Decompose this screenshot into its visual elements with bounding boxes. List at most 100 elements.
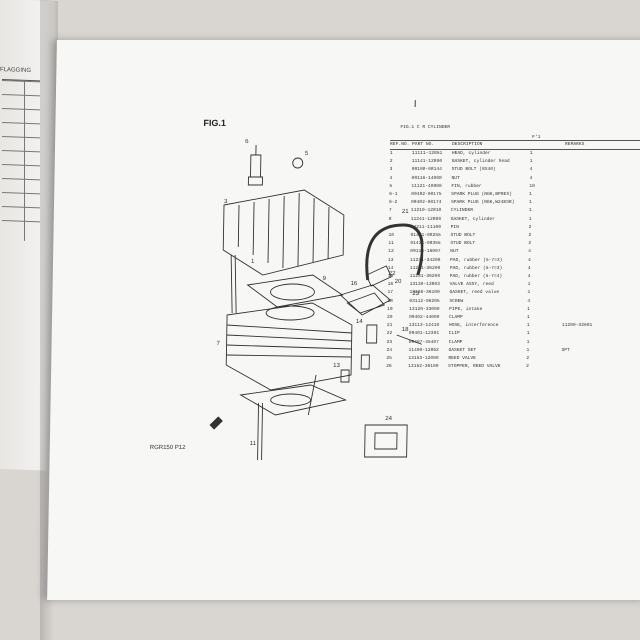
figure-code: RGR150 P12 — [149, 445, 186, 451]
callout-number: 1 — [251, 259, 255, 265]
page-mark: I — [413, 99, 417, 110]
table-cell-ref: 9 — [388, 224, 392, 230]
callout-number: 18 — [402, 327, 409, 333]
table-cell-rem: SPT — [561, 347, 570, 353]
callout-number: 3 — [224, 199, 228, 205]
table-cell-qty: 1 — [527, 282, 531, 288]
table-cell-qty: 2 — [528, 241, 532, 247]
table-cell-ref: 10 — [388, 233, 395, 238]
head-gasket-drawing — [246, 274, 344, 308]
table-cell-desc: CLIP — [448, 331, 460, 337]
table-cell-ref: 20 — [387, 315, 393, 320]
table-cell-desc: PIN — [450, 224, 459, 230]
table-cell-part: 09402-44000 — [409, 315, 440, 320]
table-cell-qty: 2 — [528, 224, 532, 230]
table-cell-part: 03112-06205 — [409, 298, 440, 304]
spark-plug-drawing — [247, 145, 263, 186]
table-cell-part: 04211-11169 — [410, 224, 441, 230]
table-cell-part: 11231-36200 — [409, 265, 441, 271]
table-cell-desc: GASKET SET — [448, 347, 477, 353]
reed-valve-drawing — [339, 265, 392, 316]
table-cell-desc: PAD, rubber (5-7=3) — [449, 265, 503, 271]
table-cell-ref: 16 — [387, 282, 394, 288]
table-cell-ref: 11 — [388, 241, 394, 247]
table-row: 9 04211-11169 PIN 2 — [389, 225, 640, 232]
cylinder-head-drawing — [222, 189, 345, 276]
table-cell-rem: 11200-32601 — [561, 323, 593, 329]
table-cell-part: 13120-33000 — [409, 306, 440, 312]
table-cell-part: 11141-12800 — [411, 159, 443, 165]
table-cell-ref: 23 — [386, 339, 393, 345]
table-cell-desc: PIPE, intake — [449, 306, 483, 312]
table-cell-desc: HEAD, cylinder — [451, 151, 491, 156]
table-cell-ref: 14 — [387, 265, 394, 271]
table-cell-ref: 7 — [388, 208, 392, 214]
table-cell-qty: 2 — [526, 356, 530, 361]
table-cell-ref: 18 — [387, 298, 393, 304]
interference-hose-drawing — [365, 223, 424, 281]
table-cell-ref: 2 — [389, 159, 393, 165]
table-cell-qty: 1 — [527, 290, 531, 296]
table-cell-desc: SCREW — [449, 298, 464, 304]
manual-page: I FIG.1 — [47, 40, 640, 600]
table-cell-ref: 3 — [389, 167, 393, 173]
table-cell-ref: 13 — [388, 257, 394, 263]
table-cell-desc: HOSE, interference — [448, 323, 499, 329]
table-row: 14 11231-36200 PAD, rubber (5-7=3) 4 — [388, 266, 640, 273]
table-cell-part: 01431-08255 — [410, 233, 441, 238]
front-arrow-icon — [209, 416, 223, 430]
table-cell-desc: NUT — [451, 175, 460, 181]
table-cell-part: 01431-08355 — [410, 241, 441, 247]
table-cell-part: 13113-12410 — [408, 323, 440, 329]
cylinder-block-drawing — [225, 302, 353, 391]
table-cell-qty: 4 — [529, 175, 533, 181]
table-cell-ref: 12 — [388, 249, 394, 255]
table-cell-desc: REED VALVE — [448, 356, 476, 361]
table-header: REF.NO. PART NO. DESCRIPTION REMARKS — [389, 140, 640, 150]
table-cell-part: 13152-36100 — [408, 364, 439, 370]
callout-number: 22 — [389, 271, 396, 277]
table-cell-qty: 4 — [528, 257, 531, 263]
table-cell-qty: 1 — [529, 159, 533, 165]
table-cell-ref: 6-1 — [389, 192, 398, 197]
table-cell-part: 09116-14008 — [411, 175, 442, 181]
callout-number: 21 — [402, 209, 409, 215]
table-cell-part: 13153-12000 — [408, 356, 439, 361]
table-cell-qty: 1 — [526, 331, 530, 337]
table-cell-qty: 4 — [527, 265, 531, 271]
table-cell-desc: GASKET, cylinder — [450, 216, 495, 222]
header-part-no: PART NO. — [412, 142, 435, 147]
base-gasket-drawing — [239, 384, 348, 416]
callout-number: 9 — [323, 276, 327, 282]
table-title: FIG.1 C R CYLINDER — [400, 125, 451, 130]
table-cell-desc: FIN, rubber — [451, 183, 482, 189]
table-cell-part: 11400-12862 — [408, 347, 439, 353]
table-cell-ref: 1 — [389, 151, 393, 156]
table-cell-qty: 1 — [527, 306, 530, 312]
header-description: DESCRIPTION — [452, 142, 483, 147]
table-cell-desc: PAD, rubber (5-7=4) — [449, 274, 503, 279]
table-cell-ref: 6-2 — [389, 200, 398, 206]
callout-number: 13 — [333, 363, 340, 369]
header-remarks: REMARKS — [565, 142, 585, 147]
table-cell-desc: STOPPER, REED VALVE — [448, 364, 501, 370]
table-cell-desc: STUD BOLT — [450, 241, 476, 247]
table-cell-ref: 26 — [386, 364, 392, 370]
table-cell-ref: 21 — [386, 323, 393, 329]
callout-number: 24 — [385, 416, 392, 422]
gasket-set-drawing — [364, 424, 408, 458]
